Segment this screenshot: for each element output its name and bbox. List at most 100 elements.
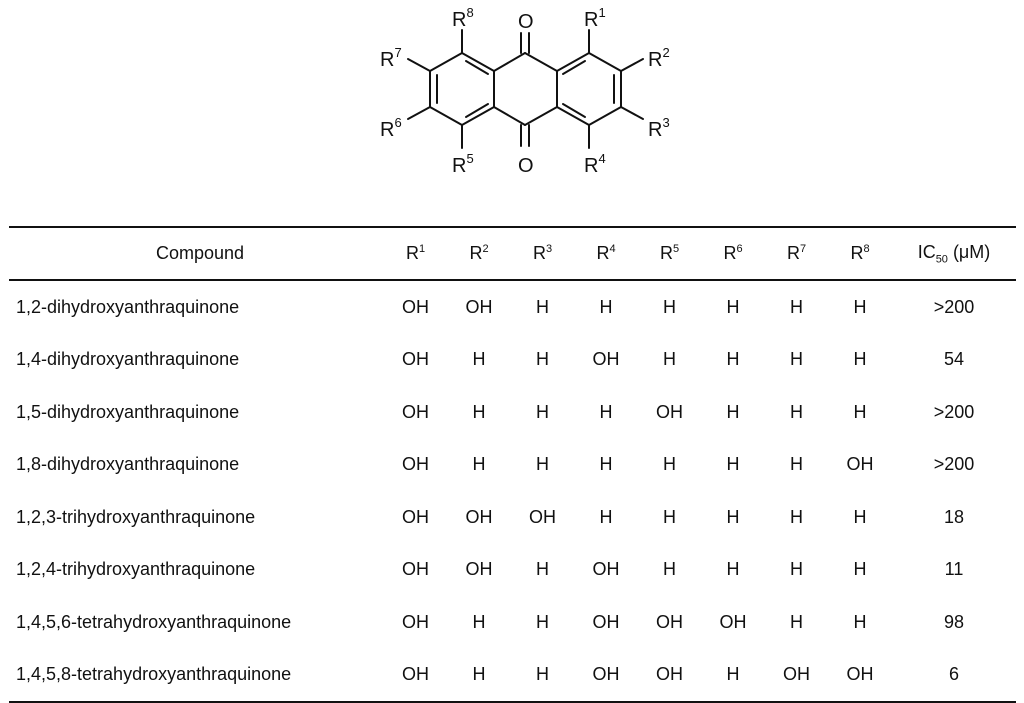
cell-r2: H xyxy=(472,664,486,685)
table-row: 1,2,4-trihydroxyanthraquinone OH OH H OH… xyxy=(9,544,1016,597)
header-r5: R5 xyxy=(659,243,680,263)
cell-r7: H xyxy=(790,611,803,632)
cell-r5: OH xyxy=(656,664,683,685)
cell-ic50: 98 xyxy=(943,611,965,632)
cell-r3: H xyxy=(536,611,549,632)
cell-r7: OH xyxy=(783,664,810,685)
cell-r2: OH xyxy=(465,506,493,527)
cell-r6: H xyxy=(726,454,740,475)
carbonyl-oxygen-top: O xyxy=(518,11,534,33)
header-row: Compound R1 R2 R3 R4 R5 R6 R7 R8 IC50 (μ… xyxy=(9,227,1016,280)
cell-r1: OH xyxy=(402,664,429,685)
cell-r8: OH xyxy=(846,454,874,475)
cell-r6: H xyxy=(726,401,740,422)
cell-r5: H xyxy=(663,296,676,317)
cell-r6: H xyxy=(726,664,740,685)
compound-name: 1,2-dihydroxyanthraquinone xyxy=(16,296,240,317)
cell-r2: OH xyxy=(465,559,493,580)
cell-r1: OH xyxy=(402,454,429,475)
cell-r8: H xyxy=(853,401,867,422)
cell-r8: H xyxy=(853,506,867,527)
cell-r6: H xyxy=(726,349,740,370)
cell-r1: OH xyxy=(402,559,429,580)
cell-r4: OH xyxy=(592,559,620,580)
table-body: 1,2-dihydroxyanthraquinone OH OH H H H H… xyxy=(9,280,1016,702)
compound-name: 1,2,4-trihydroxyanthraquinone xyxy=(16,559,256,580)
cell-r8: H xyxy=(853,611,867,632)
cell-r5: H xyxy=(663,349,676,370)
cell-r4: H xyxy=(599,296,613,317)
cell-r7: H xyxy=(790,349,803,370)
header-r3: R3 xyxy=(532,243,553,263)
cell-r1: OH xyxy=(402,611,429,632)
cell-r3: H xyxy=(536,664,549,685)
compound-name: 1,4-dihydroxyanthraquinone xyxy=(16,349,240,370)
compound-name: 1,4,5,6-tetrahydroxyanthraquinone xyxy=(16,611,292,632)
cell-ic50: 54 xyxy=(943,349,965,370)
cell-r7: H xyxy=(790,454,803,475)
cell-r4: OH xyxy=(592,349,620,370)
header-r6: R6 xyxy=(723,243,743,263)
table-row: 1,8-dihydroxyanthraquinone OH H H H H H … xyxy=(9,439,1016,492)
cell-r3: H xyxy=(536,296,549,317)
header-compound: Compound xyxy=(155,243,245,263)
ic50-table: Compound R1 R2 R3 R4 R5 R6 R7 R8 IC50 (μ… xyxy=(9,226,1016,703)
cell-r2: H xyxy=(472,349,486,370)
cell-r1: OH xyxy=(402,296,429,317)
compound-name: 1,5-dihydroxyanthraquinone xyxy=(16,401,240,422)
cell-r1: OH xyxy=(402,506,429,527)
table-row: 1,4,5,8-tetrahydroxyanthraquinone OH H H… xyxy=(9,649,1016,702)
cell-r4: OH xyxy=(592,664,620,685)
cell-r5: OH xyxy=(656,401,683,422)
label-r1: R1 xyxy=(584,5,606,31)
label-r5: R5 xyxy=(452,151,474,177)
cell-r5: H xyxy=(663,506,676,527)
cell-r1: OH xyxy=(402,349,429,370)
cell-r6: OH xyxy=(719,611,747,632)
cell-ic50: 11 xyxy=(944,559,964,580)
header-r4: R4 xyxy=(596,243,616,263)
cell-r3: H xyxy=(536,559,549,580)
cell-r7: H xyxy=(790,506,803,527)
header-ic50: IC50 (μM) xyxy=(917,241,991,266)
carbonyl-oxygen-bottom: O xyxy=(518,155,534,177)
cell-r8: OH xyxy=(846,664,874,685)
cell-r8: H xyxy=(853,296,867,317)
compound-name: 1,8-dihydroxyanthraquinone xyxy=(16,454,240,475)
cell-r3: H xyxy=(536,454,549,475)
cell-r5: H xyxy=(663,559,676,580)
cell-r3: H xyxy=(536,401,549,422)
table-row: 1,5-dihydroxyanthraquinone OH H H H OH H… xyxy=(9,386,1016,439)
cell-r5: H xyxy=(663,454,676,475)
cell-r6: H xyxy=(726,506,740,527)
cell-r5: OH xyxy=(656,611,683,632)
anthraquinone-structure: O O R1 R2 R3 R4 R5 R6 R7 R8 xyxy=(380,5,670,177)
label-r3: R3 xyxy=(648,115,670,141)
cell-ic50: 6 xyxy=(948,664,959,685)
cell-r7: H xyxy=(790,296,803,317)
structure-bonds xyxy=(407,29,644,149)
header-r8: R8 xyxy=(850,243,870,263)
cell-r8: H xyxy=(853,559,867,580)
label-r2: R2 xyxy=(648,45,670,71)
cell-r3: H xyxy=(536,349,549,370)
cell-r4: OH xyxy=(592,611,620,632)
cell-ic50: >200 xyxy=(933,296,975,317)
cell-r6: H xyxy=(726,296,740,317)
label-r7: R7 xyxy=(380,45,402,71)
cell-r1: OH xyxy=(402,401,429,422)
table-row: 1,2,3-trihydroxyanthraquinone OH OH OH H… xyxy=(9,491,1016,544)
header-r1: R1 xyxy=(405,243,426,263)
cell-r2: H xyxy=(472,611,486,632)
cell-ic50: 18 xyxy=(943,506,965,527)
table-row: 1,4,5,6-tetrahydroxyanthraquinone OH H H… xyxy=(9,596,1016,649)
label-r8: R8 xyxy=(452,5,474,31)
compound-name: 1,4,5,8-tetrahydroxyanthraquinone xyxy=(16,664,292,685)
cell-r7: H xyxy=(790,559,803,580)
cell-ic50: >200 xyxy=(933,401,975,422)
cell-r2: H xyxy=(472,454,486,475)
label-r4: R4 xyxy=(584,151,606,177)
cell-r2: H xyxy=(472,401,486,422)
data-table-container: Compound R1 R2 R3 R4 R5 R6 R7 R8 IC50 (μ… xyxy=(9,226,1016,703)
cell-r4: H xyxy=(599,401,613,422)
